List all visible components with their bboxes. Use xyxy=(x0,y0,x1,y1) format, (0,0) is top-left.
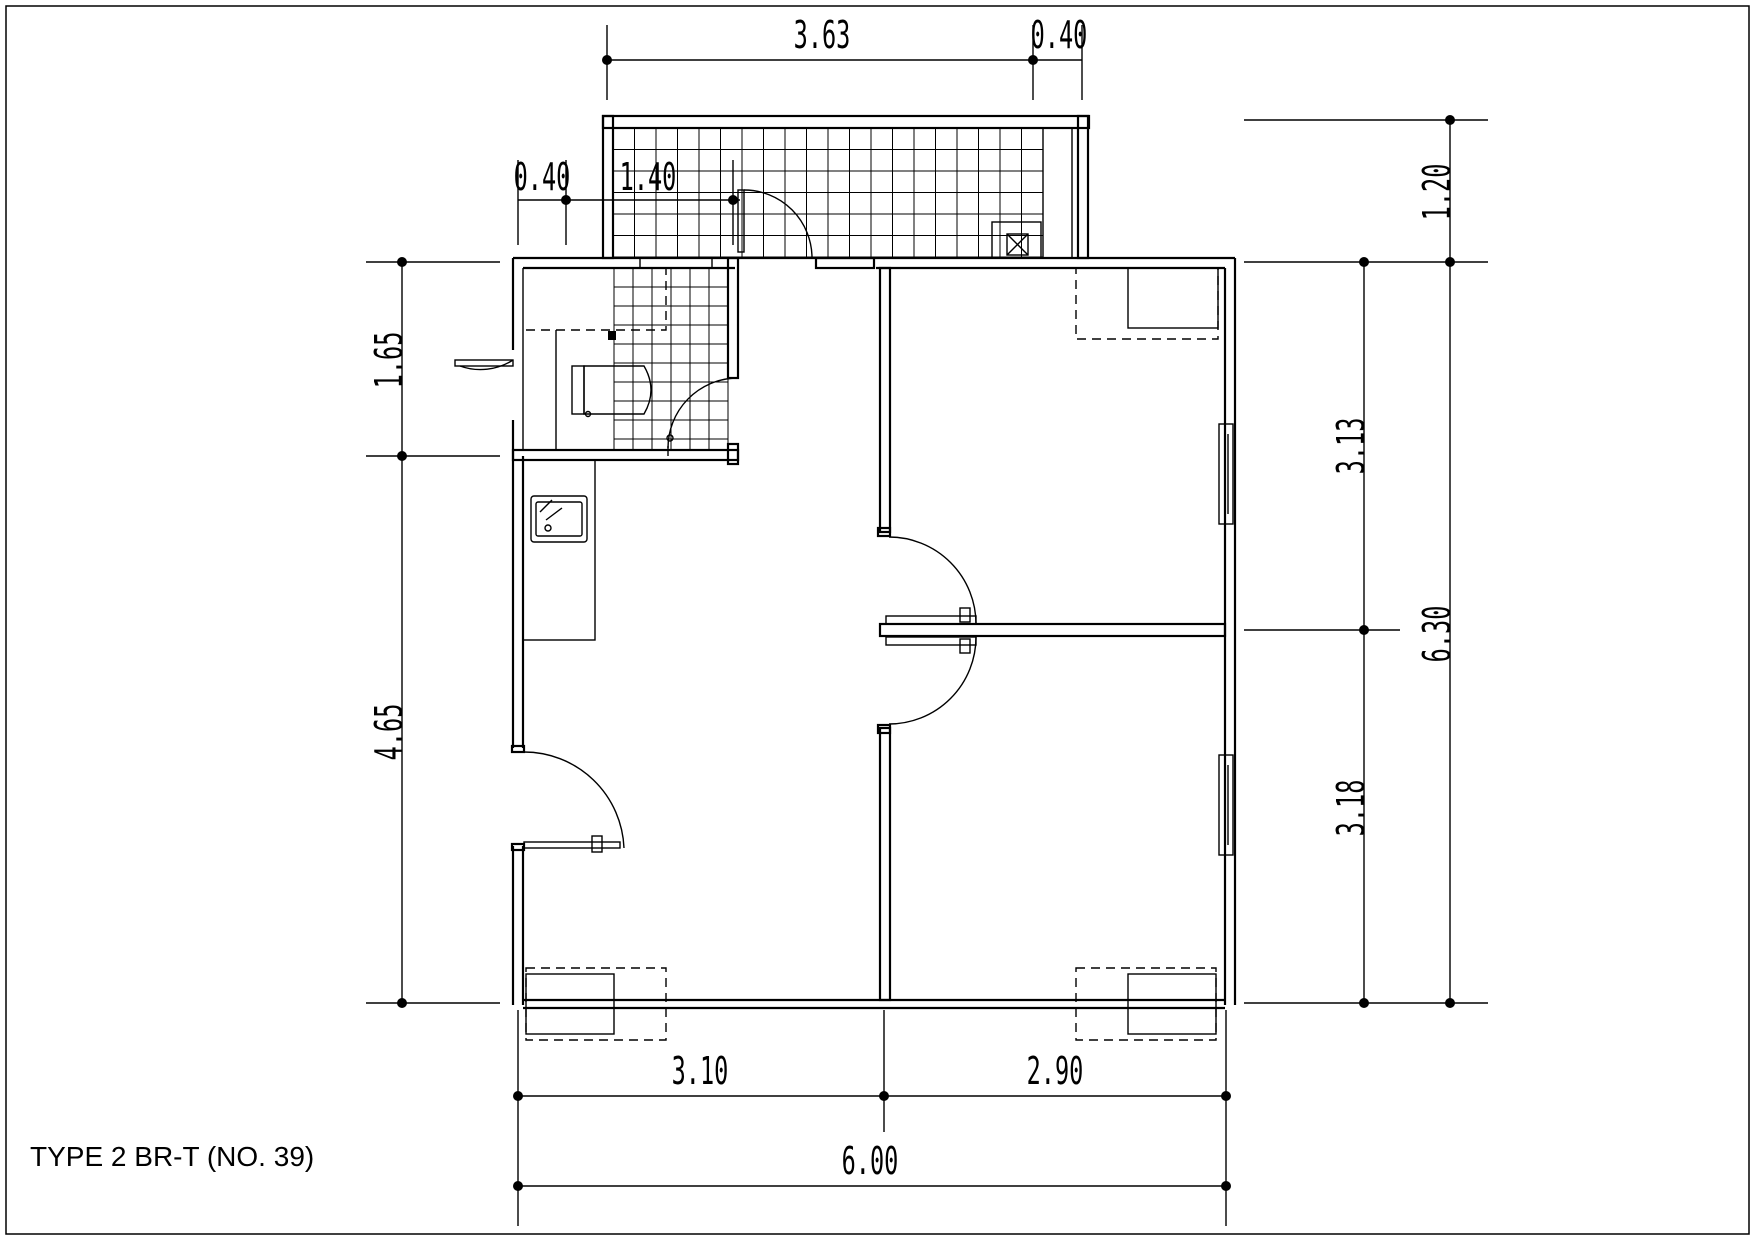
window-bedroom-1 xyxy=(1218,423,1234,525)
sheet-border xyxy=(5,5,1750,1235)
ac-unit-top-right xyxy=(1075,267,1219,340)
dim-living-depth: 4.65 xyxy=(368,704,411,761)
dim-overall-depth: 6.30 xyxy=(1416,606,1459,663)
bathroom xyxy=(454,256,740,466)
dim-bedroom-top-depth: 3.13 xyxy=(1330,418,1373,475)
drawing-title: TYPE 2 BR-T (NO. 39) xyxy=(30,1141,314,1172)
dim-left-width: 3.10 xyxy=(672,1050,729,1093)
balcony xyxy=(601,114,1091,260)
interior-partitions xyxy=(876,266,1227,1002)
balcony-door-swing xyxy=(737,189,876,270)
toilet-icon xyxy=(571,365,652,418)
ac-unit-bottom-left xyxy=(525,967,667,1041)
dim-right-width: 2.90 xyxy=(1027,1050,1084,1093)
bedroom-door-bottom xyxy=(885,636,977,725)
exterior-walls xyxy=(510,256,1237,1010)
bedroom-door-top xyxy=(885,536,977,625)
dim-balcony-depth: 1.20 xyxy=(1416,164,1459,221)
dim-bedroom-bottom-depth: 3.18 xyxy=(1330,780,1373,837)
floor-drain-icon xyxy=(1006,233,1029,256)
dimension-lines xyxy=(366,25,1488,1226)
dim-balcony-end: 0.40 xyxy=(1031,14,1088,57)
ac-unit-bottom-right xyxy=(1075,967,1217,1041)
dim-bath-width: 1.40 xyxy=(620,156,677,199)
dim-overall-width: 6.00 xyxy=(842,1140,899,1183)
dim-balcony-width: 3.63 xyxy=(794,14,851,57)
sink-icon xyxy=(530,495,588,543)
balcony-tile-grid xyxy=(612,127,1044,258)
bathroom-tile-grid xyxy=(613,267,729,450)
dim-bath-offset: 0.40 xyxy=(514,156,571,199)
kitchen-counter xyxy=(522,459,596,641)
dim-bath-depth: 1.65 xyxy=(368,332,411,389)
shower-area xyxy=(526,268,667,331)
entrance-door xyxy=(523,751,625,853)
window-bedroom-2 xyxy=(1218,754,1234,856)
